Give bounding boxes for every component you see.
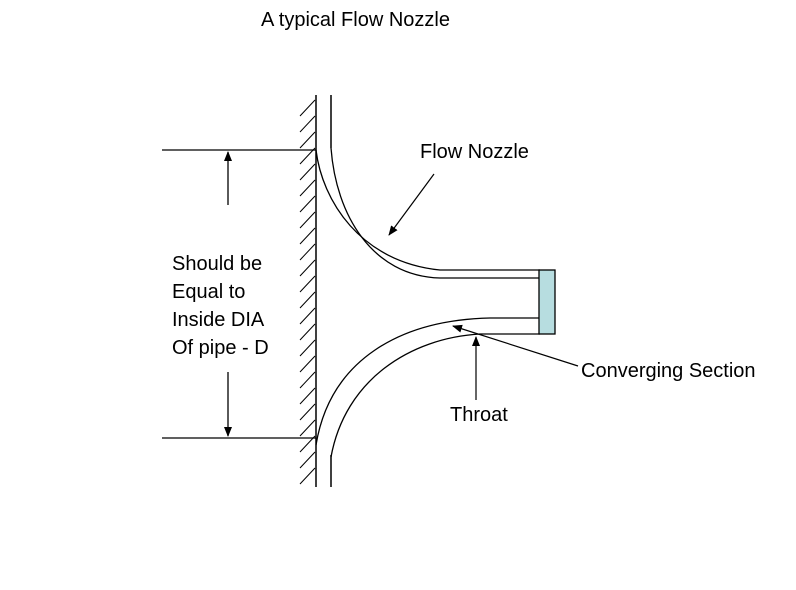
hatch-stroke <box>299 307 316 325</box>
hatch-stroke <box>299 403 316 421</box>
diameter-note: Should be Equal to Inside DIA Of pipe - … <box>172 253 269 359</box>
diameter-dimension <box>162 149 316 439</box>
hatch-stroke <box>299 179 316 197</box>
pipe-wall <box>299 95 317 487</box>
hatch-stroke <box>299 115 316 133</box>
diameter-note-line-3: Inside DIA <box>172 309 265 331</box>
converging-section-leader-arrow <box>452 324 579 367</box>
lower-outer-curve <box>330 333 540 458</box>
hatch-stroke <box>299 419 316 437</box>
hatch-stroke <box>299 387 316 405</box>
converging-section-label: Converging Section <box>581 360 756 382</box>
hatch-stroke <box>299 195 316 213</box>
hatch-stroke <box>299 211 316 229</box>
flow-nozzle-label: Flow Nozzle <box>420 141 529 163</box>
hatch-stroke <box>299 451 316 469</box>
hatch-stroke <box>299 323 316 341</box>
upper-inner-curve <box>330 147 540 279</box>
wall-hatching <box>299 99 316 485</box>
hatch-stroke <box>299 243 316 261</box>
nozzle-tip-block <box>538 269 556 335</box>
hatch-stroke <box>299 163 316 181</box>
throat-label: Throat <box>450 404 508 426</box>
hatch-stroke <box>299 275 316 293</box>
hatch-stroke <box>299 131 316 149</box>
upper-outer-curve <box>315 149 540 271</box>
flow-nozzle-leader-arrow <box>388 173 435 236</box>
diameter-note-line-4: Of pipe - D <box>172 337 269 359</box>
lower-inner-curve <box>315 317 540 446</box>
diagram-title: A typical Flow Nozzle <box>261 9 450 31</box>
hatch-stroke <box>299 259 316 277</box>
hatch-stroke <box>299 467 316 485</box>
flow-nozzle-lower-profile <box>315 317 540 458</box>
hatch-stroke <box>299 227 316 245</box>
diameter-note-line-2: Equal to <box>172 281 245 303</box>
hatch-stroke <box>299 371 316 389</box>
hatch-stroke <box>299 291 316 309</box>
hatch-stroke <box>299 339 316 357</box>
hatch-stroke <box>299 99 316 117</box>
hatch-stroke <box>299 355 316 373</box>
diameter-note-line-1: Should be <box>172 253 262 275</box>
hatch-stroke <box>299 147 316 165</box>
hatch-stroke <box>299 435 316 453</box>
flow-nozzle-upper-profile <box>315 147 540 279</box>
